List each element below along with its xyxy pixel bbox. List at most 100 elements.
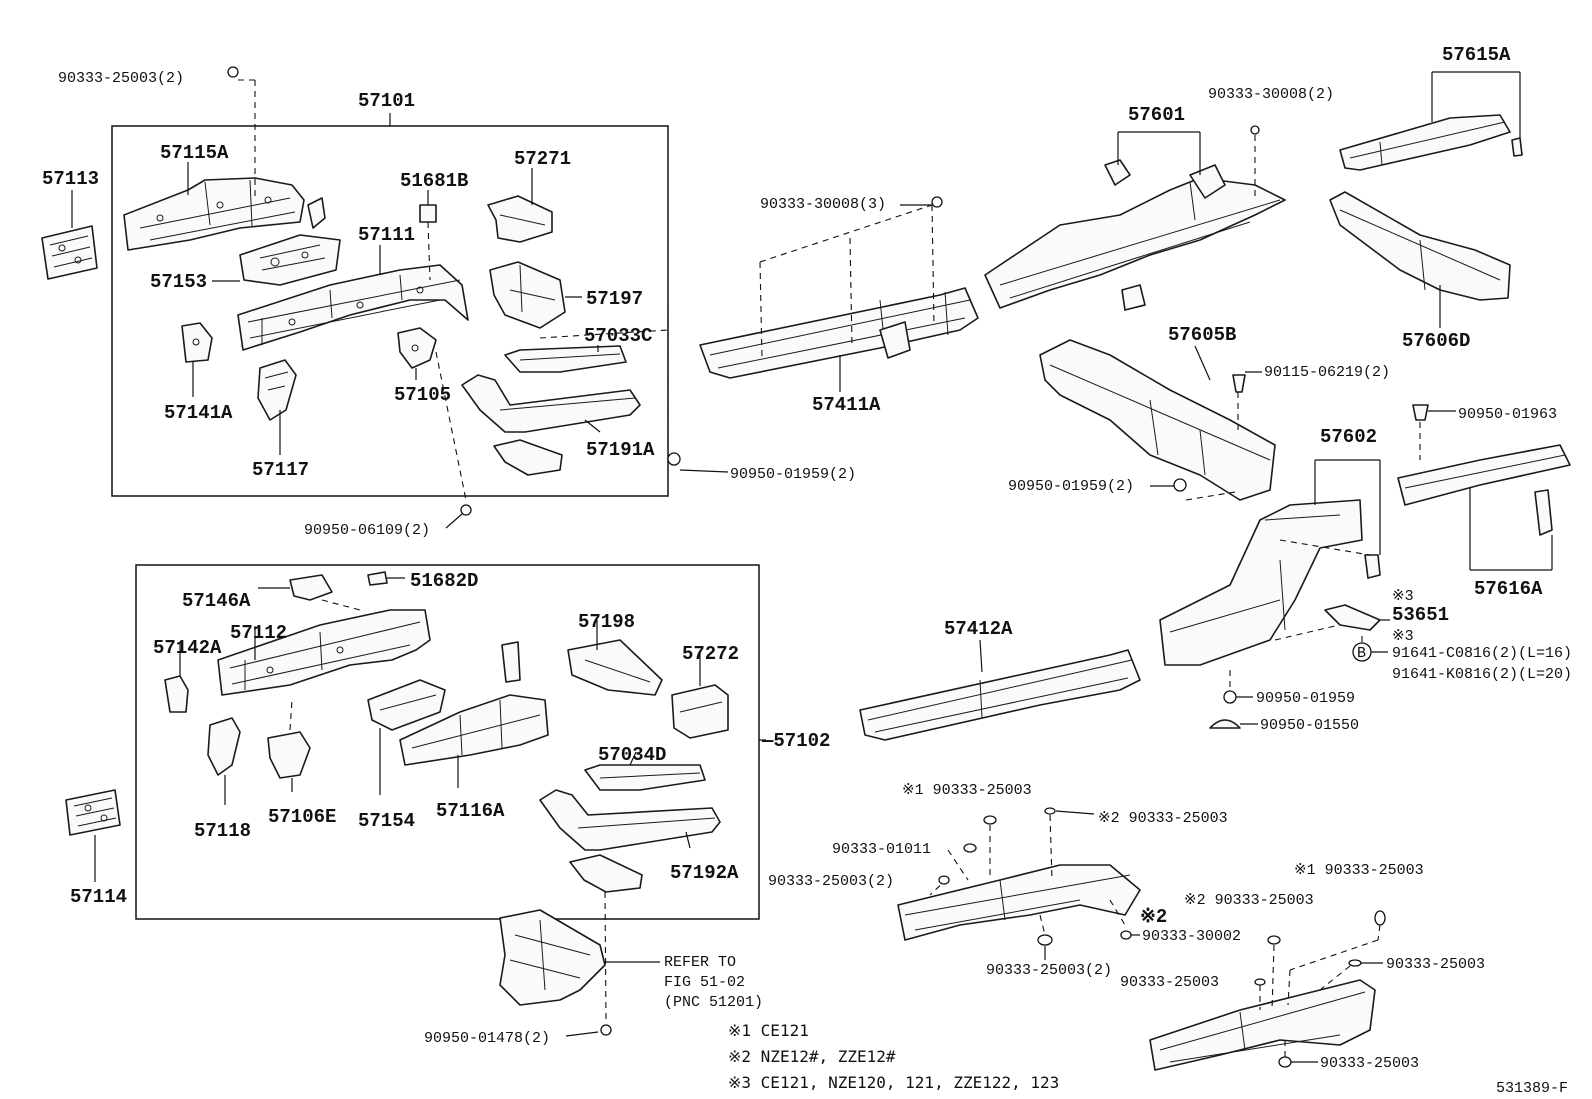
label-bolt-s1-90333-25003-a: ※1 90333-25003 <box>902 782 1032 799</box>
label-bolt-90333-30008-2: 90333-30008(2) <box>1208 86 1334 103</box>
bolt-90950-01959 <box>1223 690 1237 704</box>
label-bolt-90950-01959-2-right: 90950-01959(2) <box>1008 478 1134 495</box>
label-bolt-90333-25003-e: 90333-25003 <box>1120 974 1219 991</box>
part-57412A-rail <box>859 649 1141 741</box>
s3-marker-b: ※3 <box>1392 628 1414 645</box>
label-57105: 57105 <box>394 384 451 406</box>
part-57197-bracket <box>489 261 566 329</box>
label-57198: 57198 <box>578 611 635 633</box>
s2-marker: ※2 <box>1140 906 1167 928</box>
label-bolt-90333-30002: 90333-30002 <box>1142 928 1241 945</box>
label-57616A: 57616A <box>1474 578 1543 600</box>
part-57116A-apron <box>399 694 549 766</box>
bolt-90333-25003-2-b <box>938 875 950 885</box>
label-bolt-90950-01963: 90950-01963 <box>1458 406 1557 423</box>
bolt-s2-90333-25003-a <box>1044 807 1056 815</box>
part-57198-bracket <box>567 639 663 696</box>
label-57412A: 57412A <box>944 618 1013 640</box>
label-57116A: 57116A <box>436 800 505 822</box>
part-57034D-rail <box>584 764 706 791</box>
label-bolt-90950-01959: 90950-01959 <box>1256 690 1355 707</box>
part-57146A-bracket <box>289 574 333 601</box>
label-57606D: 57606D <box>1402 330 1470 352</box>
part-57112-side-member <box>217 609 431 696</box>
label-bolt-90333-25003-2-top: 90333-25003(2) <box>58 70 184 87</box>
label-bolt-90333-25003-2-b: 90333-25003(2) <box>768 873 894 890</box>
label-57113: 57113 <box>42 168 99 190</box>
label-57117: 57117 <box>252 459 309 481</box>
label-57271: 57271 <box>514 148 571 170</box>
label-57111: 57111 <box>358 224 415 246</box>
part-57272-bracket <box>671 684 729 739</box>
part-57192A-bracket-lower <box>569 854 643 893</box>
part-apron-lower-right <box>1149 979 1376 1071</box>
part-bracket-57191A-lower <box>493 439 563 476</box>
label-57411A: 57411A <box>812 394 881 416</box>
clip-90115-06219 <box>1232 374 1246 393</box>
bolt-s1-90333-25003-b <box>1374 910 1386 926</box>
label-57605B: 57605B <box>1168 324 1236 346</box>
footnote-1: ※1 CE121 <box>728 1021 809 1040</box>
label-bolt-90333-25003-2-c: 90333-25003(2) <box>986 962 1112 979</box>
label-57034D: 57034D <box>598 744 666 766</box>
label-57272: 57272 <box>682 643 739 665</box>
refer-line-1: REFER TO <box>664 954 736 971</box>
bolt-90333-30008-3 <box>931 196 943 208</box>
label-57192A: 57192A <box>670 862 739 884</box>
bolt-90950-06109 <box>460 504 472 516</box>
label-57615A: 57615A <box>1442 44 1511 66</box>
part-51682D-bracket <box>367 571 388 586</box>
label-57191A: 57191A <box>586 439 655 461</box>
label-bolt-90950-06109: 90950-06109(2) <box>304 522 430 539</box>
bolt-90950-01959-mid <box>667 452 681 466</box>
bolt-90333-25003-2-c <box>1037 934 1053 946</box>
label-57601: 57601 <box>1128 104 1185 126</box>
bolt-90333-30008-2 <box>1250 125 1260 135</box>
label-53651: 53651 <box>1392 604 1449 626</box>
part-57271-bracket <box>487 195 553 243</box>
refer-line-3: (PNC 51201) <box>664 994 763 1011</box>
label-57153: 57153 <box>150 271 207 293</box>
label-57101: 57101 <box>358 90 415 112</box>
part-57115A-apron <box>123 177 305 251</box>
part-57615A-rail <box>1339 114 1523 171</box>
part-57111-side-member <box>237 264 469 351</box>
label-57602: 57602 <box>1320 426 1377 448</box>
diagram-id: 531389-F <box>1496 1080 1568 1097</box>
label-51681B: 51681B <box>400 170 468 192</box>
bolt-90333-25003-e <box>1254 978 1266 986</box>
assembly-box-57101 <box>111 125 669 497</box>
part-small-clip-a <box>307 197 326 229</box>
part-57142A-bracket <box>164 675 189 713</box>
label-bolt-90115-06219: 90115-06219(2) <box>1264 364 1390 381</box>
bolt-90333-30002 <box>1120 930 1132 940</box>
label-bolt-90950-01478: 90950-01478(2) <box>424 1030 550 1047</box>
part-57154-bracket <box>367 679 446 731</box>
part-57606D-member <box>1329 191 1511 301</box>
label-57114: 57114 <box>70 886 127 908</box>
part-57118-brace <box>207 717 241 776</box>
part-57616A-rail <box>1397 444 1571 536</box>
part-51681B-bracket <box>419 204 437 223</box>
bolt-90950-01550 <box>1209 719 1241 729</box>
label-57142A: 57142A <box>153 637 222 659</box>
bolt-90950-01478 <box>600 1024 612 1036</box>
bolt-90333-25003-f <box>1278 1056 1292 1068</box>
part-57153-bracket <box>239 234 341 286</box>
part-57113-bracket <box>41 225 98 280</box>
footnote-2: ※2 NZE12#, ZZE12# <box>728 1047 896 1066</box>
label-57102: —57102 <box>761 730 830 752</box>
label-57112: 57112 <box>230 622 287 644</box>
part-refer-fig-51-02 <box>499 909 606 1006</box>
part-53651-bracket <box>1324 604 1381 631</box>
clip-90950-01963 <box>1412 404 1429 421</box>
part-57601-side-member <box>984 159 1286 311</box>
label-bolt-91641-c0816: 91641-C0816(2)(L=16) <box>1392 645 1572 662</box>
label-bolt-90333-30008-3: 90333-30008(3) <box>760 196 886 213</box>
label-bolt-s2-90333-25003-b: ※2 90333-25003 <box>1184 892 1314 909</box>
label-bolt-90333-25003-d: 90333-25003 <box>1386 956 1485 973</box>
label-57106E: 57106E <box>268 806 336 828</box>
part-small-bracket-b <box>501 641 521 683</box>
label-bolt-91641-k0816: 91641-K0816(2)(L=20) <box>1392 666 1572 683</box>
